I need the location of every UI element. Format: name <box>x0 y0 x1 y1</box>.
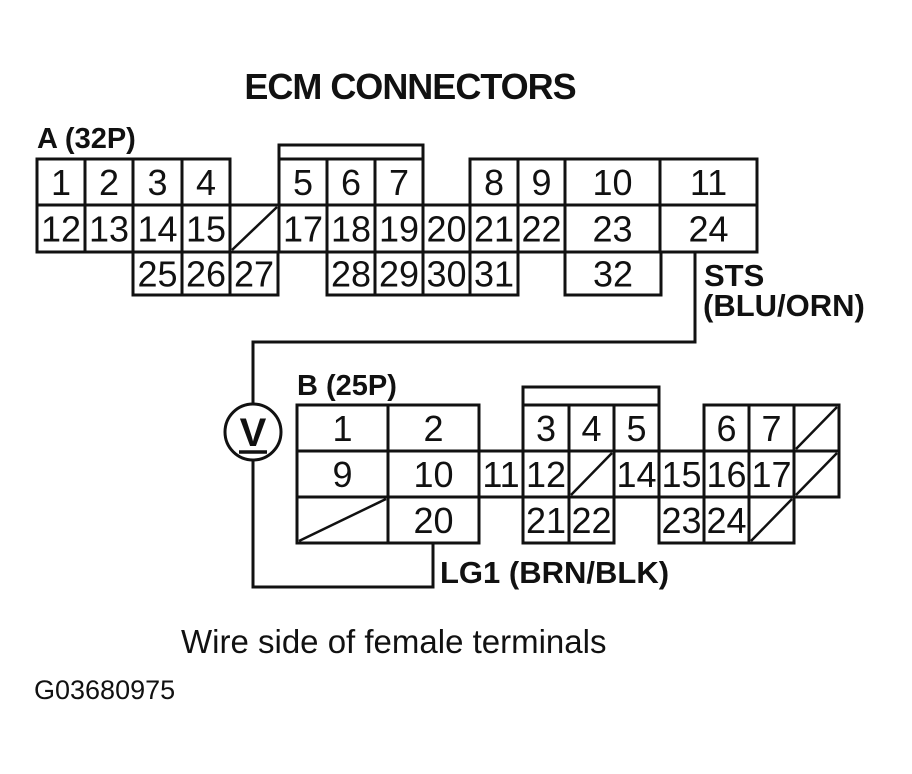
connector-a-pin-28-cell <box>325 250 377 297</box>
connector-a-pin-32-cell <box>563 250 663 297</box>
connector-a-pin-29-cell <box>373 250 425 297</box>
connector-a-pin-7-cell <box>373 157 425 207</box>
sts-wire <box>251 252 697 404</box>
connector-a-pin-32-label: 32 <box>593 254 633 295</box>
connector-b-pin-14-label: 14 <box>616 454 656 495</box>
connector-b-pin-21-label: 21 <box>526 500 566 541</box>
connector-a-pin-14-cell <box>131 203 184 254</box>
diagonal-mark <box>231 206 278 251</box>
connector-a-pin-26-label: 26 <box>186 254 226 295</box>
lg1-wire-label: LG1 (BRN/BLK) <box>440 555 669 590</box>
caption: Wire side of female terminals <box>181 623 606 660</box>
connector-a-pin-17-label: 17 <box>283 209 323 250</box>
connector-b-pin-22-label: 22 <box>571 500 611 541</box>
connector-a-pin-1-cell <box>35 157 87 207</box>
connector-a-pin-24-cell <box>658 203 759 254</box>
connector-b-pin-24-label: 24 <box>706 500 746 541</box>
connector-b-pin-17-label: 17 <box>751 454 791 495</box>
connector-b-pin-24-cell <box>702 495 751 545</box>
connector-b-pin-1-cell <box>295 403 390 453</box>
connector-a-pin-30-cell <box>421 250 472 297</box>
connector-a-pin-15-label: 15 <box>186 209 226 250</box>
connector-a-pin-8-cell <box>468 157 520 207</box>
connector-a-pin-6-label: 6 <box>341 162 361 203</box>
diagonal-mark <box>795 452 838 496</box>
connector-a-pin-22-cell <box>516 203 567 254</box>
connector-b-tab <box>521 385 661 408</box>
connector-b-pin-5-label: 5 <box>626 408 646 449</box>
connector-b-pin-10-label: 10 <box>413 454 453 495</box>
connector-a-pin-8-label: 8 <box>484 162 504 203</box>
connector-a-pin-27-label: 27 <box>234 254 274 295</box>
connector-b-pin-9-label: 9 <box>332 454 352 495</box>
connector-a-pin-11-label: 11 <box>690 162 727 203</box>
connector-b-pin-1-label: 1 <box>332 408 352 449</box>
diagram-title: ECM CONNECTORS <box>244 66 575 107</box>
connector-a-pin-12-cell <box>35 203 87 254</box>
connector-b-label: B (25P) <box>297 370 397 402</box>
connector-a-pin-1-label: 1 <box>51 162 71 203</box>
connector-a-pin-5-label: 5 <box>293 162 313 203</box>
connector-b-pin-6-label: 6 <box>716 408 736 449</box>
connector-a-pin-3-cell <box>131 157 184 207</box>
connector-a-pin-2-cell <box>83 157 135 207</box>
connector-b-pin-23-label: 23 <box>661 500 701 541</box>
connector-a-pin-7-label: 7 <box>389 162 409 203</box>
connector-b-pin-11-label: 11 <box>482 454 519 495</box>
connector-a-pin-19-label: 19 <box>379 209 419 250</box>
connector-a-pin-28-label: 28 <box>331 254 371 295</box>
connector-a-pin-19-cell <box>373 203 425 254</box>
connector-a-pin-4-label: 4 <box>196 162 216 203</box>
connector-a-pin-31-label: 31 <box>474 254 514 295</box>
connector-a-pin-2-label: 2 <box>99 162 119 203</box>
connector-a-pin-10-label: 10 <box>592 162 632 203</box>
connector-b-pin-20-cell <box>386 495 481 545</box>
diagonal-mark <box>298 497 387 543</box>
connector-a-pin-10-cell <box>563 157 662 207</box>
connector-a-pin-31-cell <box>468 250 520 297</box>
sts-wire-color: (BLU/ORN) <box>703 288 865 323</box>
connector-a-pin-18-label: 18 <box>331 209 371 250</box>
connector-b-pin-2-cell <box>386 403 481 453</box>
connector-a-pin-29-label: 29 <box>379 254 419 295</box>
voltmeter-symbol: V <box>240 411 267 455</box>
connector-a-pin-9-label: 9 <box>531 162 551 203</box>
connector-a-pin-13-label: 13 <box>89 209 129 250</box>
connector-a-pin-25-label: 25 <box>137 254 177 295</box>
connector-a-pin-15-cell <box>180 203 232 254</box>
connector-a-pin-27-cell <box>228 250 280 297</box>
connector-a-pin-12-label: 12 <box>41 209 81 250</box>
connector-b-pin-15-label: 15 <box>661 454 701 495</box>
figure-id: G03680975 <box>34 675 175 705</box>
connector-a-label: A (32P) <box>37 123 136 155</box>
connector-b-pin-3-label: 3 <box>536 408 556 449</box>
diagonal-mark <box>570 452 613 496</box>
connector-a-pin-22-label: 22 <box>521 209 561 250</box>
connector-a-pin-3-label: 3 <box>147 162 167 203</box>
connector-a-pin-14-label: 14 <box>137 209 177 250</box>
diagonal-mark <box>750 498 793 542</box>
connector-b-pin-23-cell <box>657 495 706 545</box>
sts-wire-name: STS <box>704 258 764 293</box>
connector-a-pin-20-label: 20 <box>426 209 466 250</box>
lg1-wire <box>251 460 435 589</box>
connector-b-pin-22-cell <box>567 495 616 545</box>
connector-a-pin-21-label: 21 <box>474 209 514 250</box>
connector-b-pin-12-label: 12 <box>526 454 566 495</box>
connector-b-pin-16-label: 16 <box>706 454 746 495</box>
connector-a-pin-23-label: 23 <box>592 209 632 250</box>
connector-b-pin-4-label: 4 <box>581 408 601 449</box>
connector-a-pin-24-label: 24 <box>688 209 728 250</box>
connector-b-pin-7-label: 7 <box>761 408 781 449</box>
connector-a-pin-25-cell <box>131 250 184 297</box>
connector-b-pin-20-label: 20 <box>413 500 453 541</box>
diagonal-mark <box>795 406 838 450</box>
connector-a-pin-13-cell <box>83 203 135 254</box>
connector-b-pin-2-label: 2 <box>423 408 443 449</box>
connector-a-pin-30-label: 30 <box>426 254 466 295</box>
